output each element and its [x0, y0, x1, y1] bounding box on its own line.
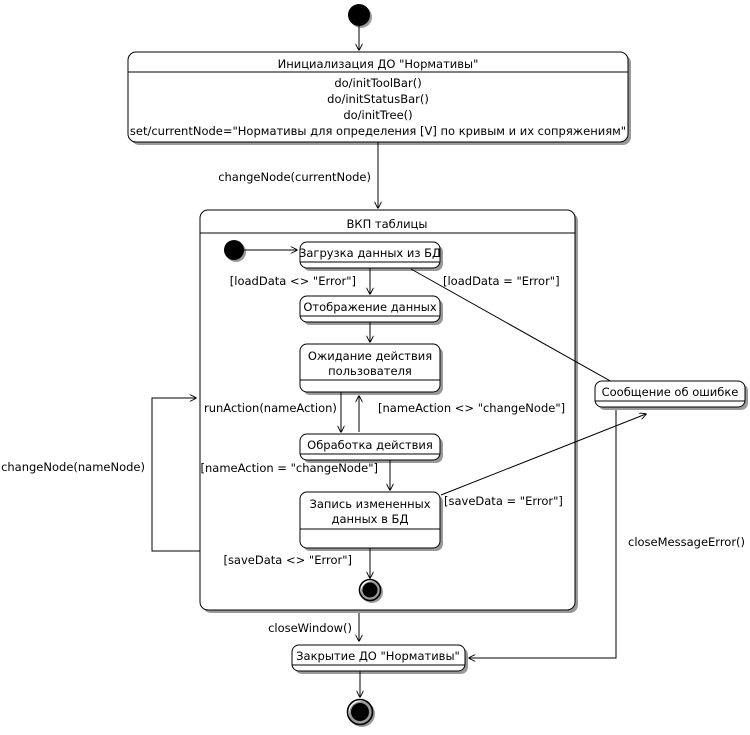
- state-wait-action-title-line2: пользователя: [328, 364, 412, 378]
- state-process-action-title: Обработка действия: [307, 438, 433, 452]
- guard-save-data-not-error: [saveData <> "Error"]: [223, 553, 352, 567]
- state-init-title: Инициализация ДО "Нормативы": [278, 57, 479, 71]
- state-init-action-3: set/currentNode="Нормативы для определен…: [130, 124, 626, 138]
- initial-state-inner: [224, 240, 246, 262]
- guard-save-data-error: [saveData = "Error"]: [444, 494, 563, 508]
- transition-close-message-error: [469, 410, 617, 658]
- transition-load-to-error: [410, 268, 637, 396]
- guard-name-action-change-node: [nameAction = "changeNode"]: [201, 461, 378, 475]
- state-init[interactable]: Инициализация ДО "Нормативы" do/initTool…: [127, 51, 631, 145]
- transition-label-change-node-current: changeNode(currentNode): [218, 170, 371, 184]
- transition-label-close-window: closeWindow(): [268, 621, 352, 635]
- state-close-title: Закрытие ДО "Нормативы": [296, 649, 460, 663]
- transition-label-close-message-error: closeMessageError(): [628, 535, 745, 549]
- transition-change-node-loop: [151, 398, 200, 552]
- state-init-action-1: do/initStatusBar(): [327, 92, 429, 106]
- guard-load-data-error: [loadData = "Error"]: [443, 274, 560, 288]
- state-process-action[interactable]: Обработка действия: [299, 433, 443, 463]
- guard-name-action-not-change-node: [nameAction <> "changeNode"]: [378, 401, 565, 415]
- state-init-action-0: do/initToolBar(): [334, 76, 421, 90]
- state-load-data[interactable]: Загрузка данных из БД: [299, 241, 443, 271]
- state-error-message[interactable]: Сообщение об ошибке: [594, 380, 748, 410]
- state-load-data-title: Загрузка данных из БД: [299, 246, 441, 260]
- initial-state-start: [348, 4, 372, 28]
- state-wait-action[interactable]: Ожидание действия пользователя: [299, 343, 443, 395]
- transition-label-run-action: runAction(nameAction): [204, 401, 337, 415]
- state-show-data[interactable]: Отображение данных: [299, 295, 443, 325]
- state-init-action-2: do/initTree(): [343, 108, 412, 122]
- state-error-message-title: Сообщение об ошибке: [602, 385, 739, 399]
- state-close[interactable]: Закрытие ДО "Нормативы": [291, 644, 468, 674]
- state-save-data-title-line1: Запись измененных: [309, 497, 430, 511]
- state-show-data-title: Отображение данных: [303, 300, 437, 314]
- state-save-data-title-line2: данных в БД: [332, 512, 409, 526]
- final-state-end: [346, 698, 375, 727]
- state-save-data[interactable]: Запись измененных данных в БД: [299, 491, 443, 551]
- transition-label-change-node-name: changeNode(nameNode): [1, 460, 145, 474]
- composite-state-title: ВКП таблицы: [347, 217, 428, 231]
- state-wait-action-title-line1: Ожидание действия: [308, 349, 432, 363]
- composite-state-table[interactable]: ВКП таблицы: [199, 209, 578, 613]
- guard-load-data-not-error: [loadData <> "Error"]: [230, 274, 356, 288]
- transition-save-to-error: [440, 414, 646, 496]
- final-state-inner: [358, 578, 383, 603]
